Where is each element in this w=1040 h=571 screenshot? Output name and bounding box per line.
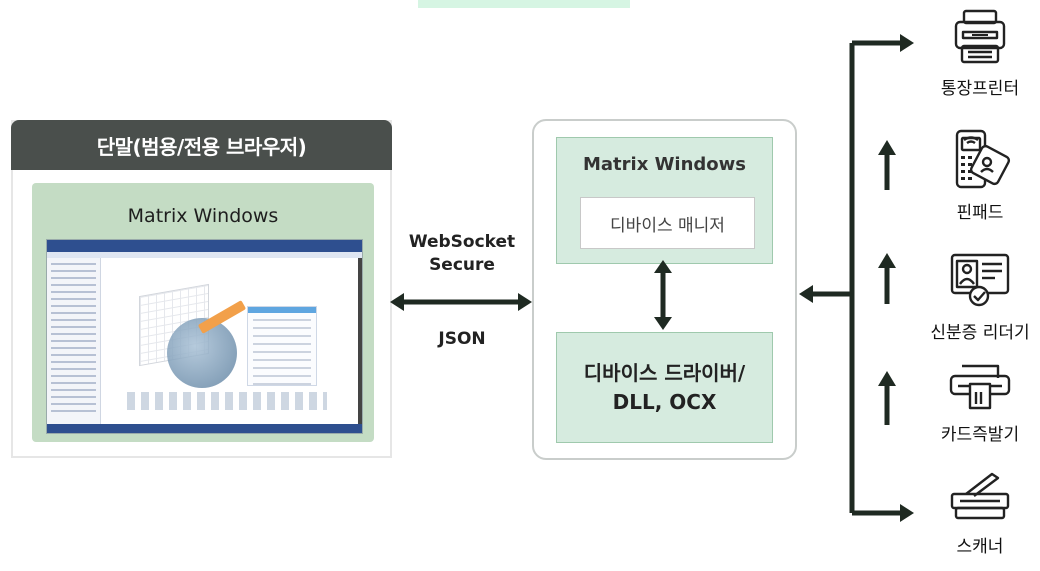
terminal-matrix-windows-panel: Matrix Windows <box>32 183 374 442</box>
device-manager-box: 디바이스 매니저 <box>580 197 755 249</box>
device-label: 통장프린터 <box>940 79 1020 99</box>
passbook-printer-icon <box>954 9 1006 64</box>
terminal-header: 단말(범용/전용 브라우저) <box>11 120 392 170</box>
printer-arrowhead <box>900 34 914 52</box>
device-card-issuer: 카드즉발기 <box>920 362 1040 445</box>
device-driver-line2: DLL, OCX <box>612 389 717 414</box>
websocket-arrowhead-left <box>390 293 404 311</box>
device-id-reader: 신분증 리더기 <box>920 252 1040 343</box>
terminal-box: 단말(범용/전용 브라우저) Matrix Windows <box>11 120 392 458</box>
pinpad-icon <box>955 129 1011 189</box>
screenshot-city-graphic <box>127 392 327 410</box>
terminal-panel-title: Matrix Windows <box>127 205 279 227</box>
card-issuer-arrowhead <box>878 371 896 386</box>
screenshot-info-panel <box>247 306 317 386</box>
driver-arrowhead-down <box>654 317 672 330</box>
scanner-icon <box>950 472 1010 520</box>
screenshot-titlebar <box>47 240 362 252</box>
device-label: 카드즉발기 <box>940 425 1020 445</box>
device-pinpad: 핀패드 <box>920 128 1040 223</box>
card-issuer-icon <box>949 364 1011 410</box>
id-reader-arrowhead <box>878 253 896 268</box>
device-driver-line1: 디바이스 드라이버/ <box>583 360 746 385</box>
device-scanner: 스캐너 <box>920 470 1040 557</box>
protocol-line1: WebSocket <box>408 232 516 252</box>
format-label: JSON <box>438 329 486 349</box>
protocol-line2: Secure <box>429 255 495 276</box>
application-screenshot <box>46 239 363 434</box>
screenshot-scrollbar <box>358 258 362 426</box>
matrix-windows-box: Matrix Windows 디바이스 매니저 <box>556 137 773 264</box>
screenshot-taskbar <box>47 424 362 433</box>
device-label: 신분증 리더기 <box>930 323 1030 343</box>
device-label: 스캐너 <box>956 537 1004 557</box>
pinpad-arrowhead <box>878 140 896 155</box>
websocket-arrowhead-right <box>518 293 532 311</box>
id-reader-icon <box>950 253 1010 307</box>
scanner-arrowhead <box>900 504 914 522</box>
matrix-windows-title: Matrix Windows <box>582 154 747 175</box>
device-label: 핀패드 <box>956 203 1004 223</box>
device-passbook-printer: 통장프린터 <box>920 8 1040 99</box>
manager-arrowhead <box>799 285 813 303</box>
manager-arrowhead-up <box>654 260 672 273</box>
protocol-label: WebSocket Secure <box>395 231 529 278</box>
device-driver-box: 디바이스 드라이버/ DLL, OCX <box>556 332 773 443</box>
screenshot-menubar <box>47 252 362 258</box>
screenshot-sidebar <box>47 258 101 426</box>
top-accent-strip <box>418 0 630 8</box>
